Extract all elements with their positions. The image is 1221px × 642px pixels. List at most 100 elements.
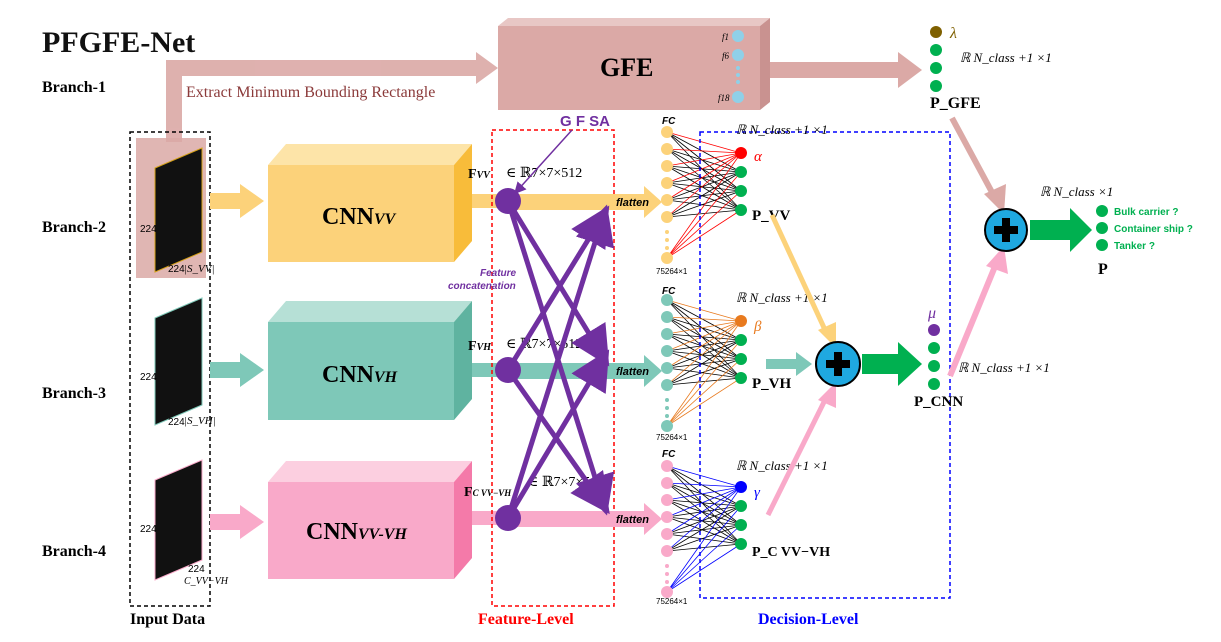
fc-vh-edge <box>666 358 742 427</box>
final-output-arrow <box>1030 208 1092 252</box>
fc-vv-input-node <box>661 160 673 172</box>
fc-vvvh-edge <box>666 465 742 526</box>
fc-vh-size: 75264×1 <box>656 433 688 442</box>
fc-vv-edge <box>666 190 742 259</box>
input-size-vh-side: 224 <box>140 372 157 383</box>
fc-vv-ellipsis-dot <box>665 230 669 234</box>
rn-class-pcnn: ℝ N_class +1 ×1 <box>958 360 1050 375</box>
fc-vh-input-node <box>661 294 673 306</box>
extract-label: Extract Minimum Bounding Rectangle <box>186 84 435 101</box>
fc-vvvh-edge <box>666 465 742 507</box>
fc-vv-output-node <box>735 185 747 197</box>
fc-vv-edge <box>666 190 742 201</box>
gfe-feature-node <box>732 49 744 61</box>
fc-vvvh-input-node <box>661 477 673 489</box>
rn-final-label: ℝ N_class ×1 <box>1040 184 1113 199</box>
fc-vh-edge <box>666 299 742 341</box>
mu-node <box>928 324 940 336</box>
cnn-vvvh-block <box>268 461 472 579</box>
feature-vvvh-label: FC VV−VH <box>464 485 512 500</box>
fc-vv-edge <box>666 190 742 218</box>
branch-4-label: Branch-4 <box>42 543 106 560</box>
gfe-feature-18: f18 <box>718 93 730 103</box>
pcnn-to-final-sum-arrow <box>947 246 1008 378</box>
fc-vv-edge <box>666 171 742 201</box>
branch-1-arrow <box>166 52 498 142</box>
fc-vvvh-input-node <box>661 528 673 540</box>
fc-vv-edge <box>666 209 742 218</box>
rn-class-vh: ℝ N_class +1 ×1 <box>736 290 828 305</box>
fc-vv-ellipsis-dot <box>665 238 669 242</box>
cnn-sum-node <box>815 341 861 387</box>
gfe-output-node <box>930 44 942 56</box>
fc-vh-ellipsis-dot <box>665 398 669 402</box>
fc-vvvh-edge <box>666 486 742 518</box>
rn-class-vv: ℝ N_class +1 ×1 <box>736 122 828 137</box>
fc-vh-edge <box>666 320 742 386</box>
feature-concat-label: Feature concatenation <box>448 268 519 292</box>
fc-vv-edge <box>666 148 742 173</box>
fc-vvvh-size: 75264×1 <box>656 597 688 606</box>
input-size-vh-bottom: 224 <box>168 417 185 428</box>
feature-concat-line-1: Feature <box>480 268 517 279</box>
cnn-vvvh-label: CNNVV-VH <box>306 519 407 545</box>
input-size-vv-bottom: 224 <box>168 264 185 275</box>
fc-vv-edge <box>666 148 742 192</box>
fc-vh-edge <box>666 339 742 369</box>
fc-vv-edge <box>666 152 742 201</box>
fc-vh-edge <box>666 377 742 386</box>
fc-vvvh-edge <box>666 524 742 552</box>
gfe-feature-6: f6 <box>722 51 730 61</box>
fc-vvvh-ellipsis-dot <box>665 572 669 576</box>
pcnn-node <box>928 342 940 354</box>
fc-vh-label: FC <box>662 286 676 297</box>
fc-vvvh-edge <box>666 482 742 526</box>
fc-vvvh-edge <box>666 486 742 552</box>
fc-vvvh-input-node <box>661 494 673 506</box>
fc-vh-edge <box>666 377 742 427</box>
fc-vv-ellipsis-dot <box>665 246 669 250</box>
input-image-vv <box>154 147 203 273</box>
fc-vh-edge <box>666 339 742 352</box>
fc-vv-input-node <box>661 194 673 206</box>
fc-vv-edge <box>666 182 742 211</box>
p-final-label: P <box>1098 261 1108 278</box>
cnn-vh-to-feature <box>472 363 498 377</box>
fc-vh-weight-node <box>735 315 747 327</box>
class-container-ship: Container ship ? <box>1114 224 1193 235</box>
fc-vv-edge <box>666 152 742 259</box>
rn-class-gfe: ℝ N_class +1 ×1 <box>960 50 1052 65</box>
fc-vvvh-input-node <box>661 545 673 557</box>
fc-vh-input-node <box>661 362 673 374</box>
gfe-feature-dot <box>736 73 740 77</box>
fc-vh-input-node <box>661 345 673 357</box>
fc-vh-edge <box>666 316 742 360</box>
fc-vv-edge <box>666 171 742 259</box>
fc-vh-edge <box>666 358 742 386</box>
gfe-feature-1: f1 <box>722 32 729 42</box>
feature-concatenation-lines <box>505 199 615 520</box>
input-size-vvvh-side: 224 <box>140 524 157 535</box>
fc-vh-edge <box>666 358 742 369</box>
flatten-vh-label: flatten <box>616 366 649 378</box>
fc-vh-edge <box>666 299 742 360</box>
fc-vvvh-edge <box>666 505 742 535</box>
input-to-cnn-vh-arrow <box>210 353 264 387</box>
input-size-vv-side: 224 <box>140 224 157 235</box>
feature-level-label: Feature-Level <box>478 611 574 628</box>
fc-vv-size: 75264×1 <box>656 267 688 276</box>
fc-vv-input-node <box>661 126 673 138</box>
feature-vh-dims: ∈ ℝ7×7×512 <box>506 337 582 352</box>
gfe-label: GFE <box>600 53 653 82</box>
fc-vv-input-node <box>661 143 673 155</box>
fc-vh-input-node <box>661 379 673 391</box>
pgfe-to-final-sum-arrow <box>949 116 1006 214</box>
fc-vvvh-edge <box>666 505 742 593</box>
p-vh-label: P_VH <box>752 376 791 392</box>
lambda-node <box>930 26 942 38</box>
sum-to-pcnn-arrow <box>862 342 922 386</box>
fc-vh-edge <box>666 320 742 335</box>
mu-label: μ <box>927 305 936 322</box>
fc-vvvh-edge <box>666 524 742 535</box>
fc-vh-edge <box>666 333 742 379</box>
